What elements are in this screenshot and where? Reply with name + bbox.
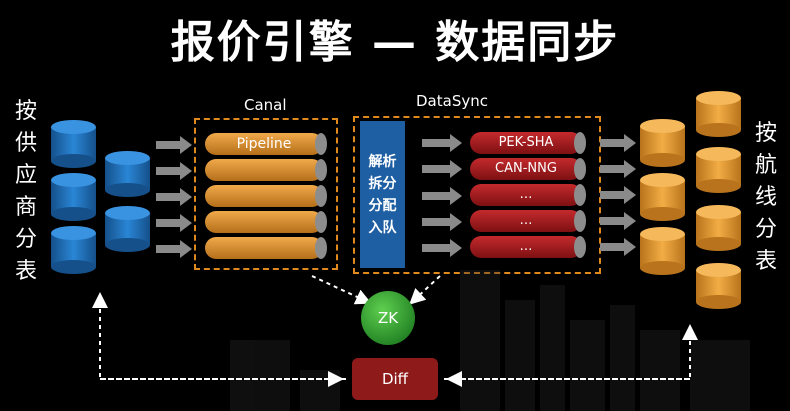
canal-pipes bbox=[205, 133, 327, 259]
route-queue bbox=[470, 184, 586, 206]
queue-to-route-arrows bbox=[600, 134, 636, 256]
parse-split-block: 解析拆分分配入队 bbox=[360, 121, 405, 268]
queue-label: PEK-SHA bbox=[498, 135, 554, 150]
queue-label: … bbox=[519, 213, 533, 228]
page-title: 报价引擎 — 数据同步 bbox=[170, 17, 620, 68]
canal-pipe bbox=[205, 133, 327, 155]
supplier-db-group bbox=[51, 120, 150, 274]
supplier-db-icon bbox=[105, 151, 150, 197]
route-db-icon bbox=[640, 227, 685, 275]
route-queues bbox=[470, 132, 586, 258]
parse-split-label: 解析拆分分配入队 bbox=[368, 153, 397, 236]
route-db-icon bbox=[640, 173, 685, 221]
route-db-icon bbox=[696, 205, 741, 251]
zk-connectors bbox=[311, 275, 441, 305]
canal-box bbox=[194, 118, 338, 270]
left-label: 按供应商分表 bbox=[14, 99, 37, 284]
queue-label: … bbox=[519, 187, 533, 202]
queue-label: CAN-NNG bbox=[495, 161, 557, 176]
supplier-to-canal-arrows bbox=[156, 136, 192, 258]
diff-label: Diff bbox=[381, 370, 409, 388]
queue-label: … bbox=[519, 239, 533, 254]
canal-pipe bbox=[205, 185, 327, 207]
route-db-group bbox=[640, 91, 741, 309]
supplier-db-icon bbox=[51, 226, 96, 274]
route-queue bbox=[470, 210, 586, 232]
route-db-icon bbox=[696, 147, 741, 193]
canal-pipe-label: Pipeline bbox=[236, 136, 292, 152]
canal-label: Canal bbox=[244, 96, 287, 114]
route-db-icon bbox=[696, 263, 741, 309]
diff-connectors bbox=[92, 292, 698, 387]
canal-pipe bbox=[205, 237, 327, 259]
route-queue bbox=[470, 132, 586, 154]
supplier-db-icon bbox=[51, 173, 96, 221]
canal-pipe bbox=[205, 211, 327, 233]
datasync-label: DataSync bbox=[416, 92, 488, 110]
skyline-background bbox=[230, 270, 750, 411]
route-db-icon bbox=[696, 91, 741, 137]
route-queue bbox=[470, 158, 586, 180]
right-label: 按航线分表 bbox=[754, 121, 777, 274]
supplier-db-icon bbox=[51, 120, 96, 168]
canal-pipe bbox=[205, 159, 327, 181]
split-to-queue-arrows bbox=[422, 134, 462, 257]
zk-node bbox=[361, 291, 415, 345]
diff-node bbox=[352, 358, 438, 400]
supplier-db-icon bbox=[105, 206, 150, 252]
route-queue bbox=[470, 236, 586, 258]
route-db-icon bbox=[640, 119, 685, 167]
zk-label: ZK bbox=[377, 309, 399, 327]
